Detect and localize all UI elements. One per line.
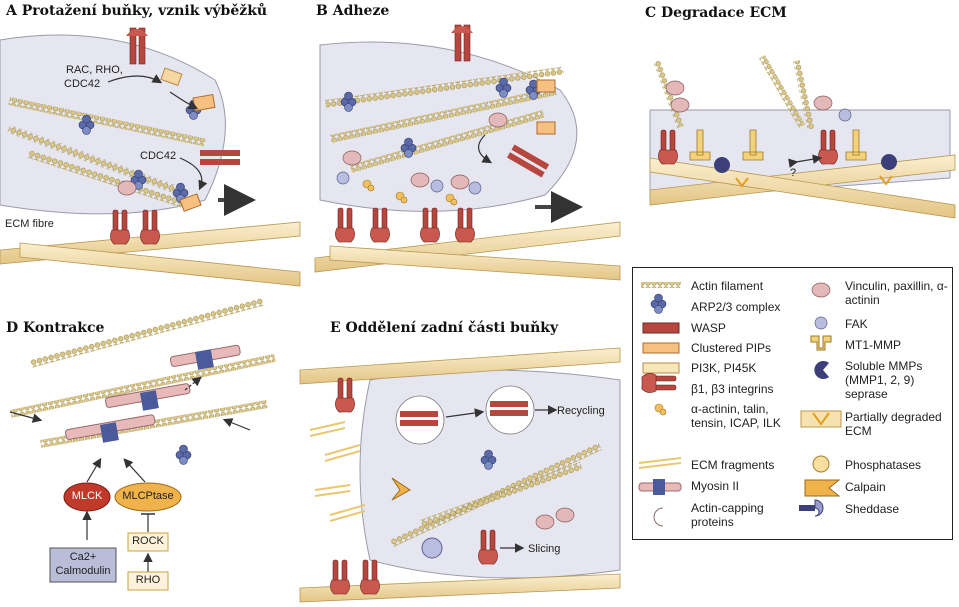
phosphatase-icon: [812, 455, 830, 473]
degraded-ecm-icon: [800, 410, 842, 428]
panel-d-title: D Kontrakce: [6, 320, 105, 336]
rock-label: ROCK: [132, 535, 164, 547]
panel-a: [0, 27, 301, 287]
clustered-pips: [179, 193, 202, 212]
legend: Actin filament ARP2/3 complex WASP Clust…: [632, 267, 953, 540]
legend-ecm-fragments: ECM fragments: [691, 458, 775, 472]
vinculin-icon: [811, 282, 831, 298]
soluble-mmp-icon: [814, 361, 829, 379]
integrin: [110, 209, 130, 245]
pi3k-icon: [642, 362, 680, 374]
clustered-pips: [192, 93, 216, 112]
mlck-label: MLCK: [71, 490, 103, 502]
legend-fak: FAK: [845, 317, 868, 331]
fak-icon: [814, 316, 828, 330]
myosin-icon: [638, 479, 682, 495]
slicing-label: Slicing: [528, 543, 560, 555]
rho-label: RHO: [135, 574, 161, 586]
panel-b: [314, 24, 621, 281]
legend-integrins: β1, β3 integrins: [691, 382, 774, 396]
legend-capping: Actin-capping proteins: [691, 501, 764, 529]
rho-box: [127, 571, 169, 591]
legend-degraded-ecm: Partially degraded ECM: [845, 410, 942, 438]
legend-pi3k: PI3K, PI45K: [691, 361, 757, 375]
legend-vinculin: Vinculin, paxillin, α-actinin: [845, 279, 948, 307]
panel-a-title: A Protažení buňky, vznik výběžků: [6, 3, 268, 19]
legend-icons: [638, 282, 842, 527]
vinculin: [117, 180, 137, 196]
calmodulin-box: [49, 547, 117, 583]
legend-arp: ARP2/3 complex: [691, 300, 781, 314]
calpain-icon: [804, 479, 841, 497]
mt1-mmp-icon: [810, 335, 832, 351]
legend-mt1-mmp: MT1-MMP: [845, 338, 901, 352]
legend-sheddase: Sheddase: [845, 502, 900, 516]
recycling-label: Recycling: [557, 405, 605, 417]
myosin-ii: [64, 344, 241, 443]
panel-e-title: E Oddělení zadní části buňky: [330, 320, 559, 336]
panel-c-title: C Degradace ECM: [645, 5, 787, 21]
ecm-fibre-label: ECM fibre: [5, 218, 54, 230]
rock-box: [127, 532, 169, 552]
legend-pips: Clustered PIPs: [691, 341, 772, 355]
rac-rho-label: RAC, RHO,: [66, 64, 123, 76]
clustered-pips: [160, 67, 183, 87]
calmodulin-label: Calmodulin: [55, 565, 111, 577]
legend-calpain: Calpain: [845, 480, 886, 494]
capping-icon: [653, 507, 664, 527]
panel-c: [649, 54, 956, 219]
legend-actin: Actin filament: [691, 279, 764, 293]
legend-talin: α-actinin, talin, tensin, ICAP, ILK: [691, 402, 781, 430]
legend-myosin: Myosin II: [691, 479, 740, 493]
integrin-icon: [641, 373, 677, 393]
sheddase-icon: [799, 499, 824, 517]
actin-filament-icon: [641, 282, 681, 288]
arp23-icon: [650, 293, 667, 314]
integrin: [140, 209, 160, 245]
wasp: [126, 27, 240, 165]
wasp-icon: [642, 322, 680, 334]
panel-b-title: B Adheze: [316, 3, 390, 19]
panel-d: [9, 297, 276, 591]
legend-soluble-mmp: Soluble MMPs (MMP1, 2, 9) seprase: [845, 359, 923, 401]
mlcptase-label: MLCPtase: [122, 490, 174, 502]
question-label: ?: [790, 167, 796, 179]
panel-e: [299, 347, 621, 603]
cdc42-label: CDC42: [64, 78, 101, 90]
talin-icon: [654, 403, 667, 416]
calpain: [391, 477, 411, 501]
ecm-fragments-icon: [638, 457, 682, 469]
mlcptase-node: [114, 482, 182, 512]
legend-phosphatases: Phosphatases: [845, 458, 922, 472]
legend-wasp: WASP: [691, 321, 726, 335]
calcium-label: Ca2+: [69, 551, 97, 563]
cdc42-label-2: CDC42: [140, 150, 177, 162]
clustered-pips-icon: [642, 342, 680, 354]
